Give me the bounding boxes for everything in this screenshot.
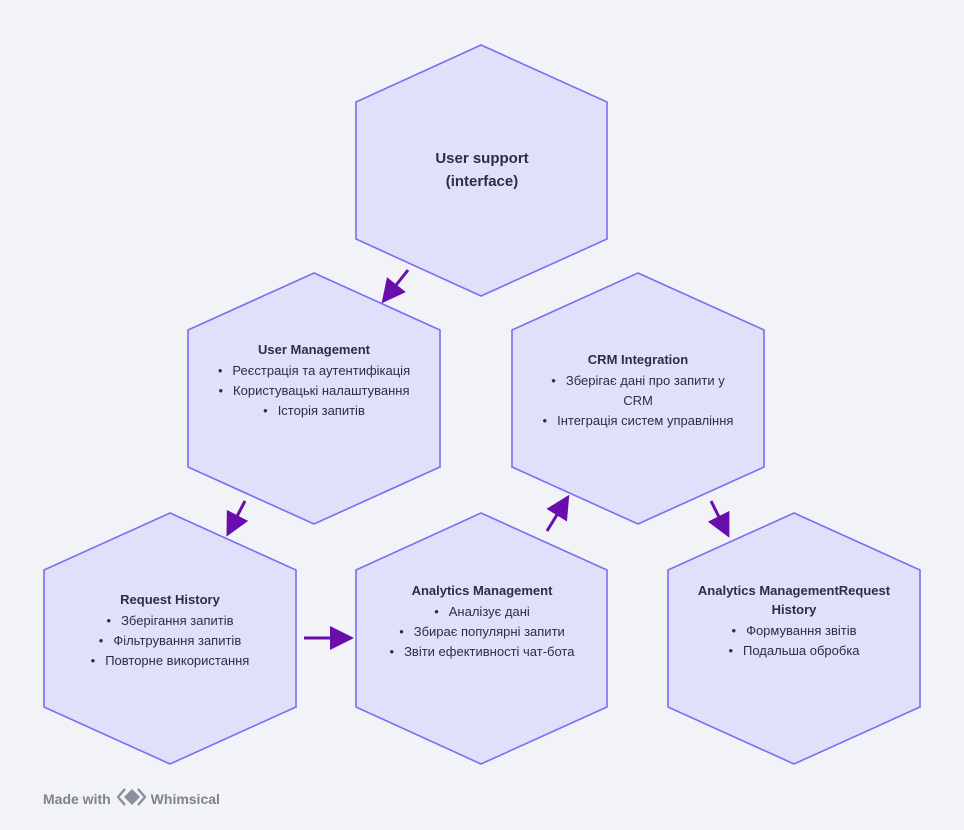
list-item: Повторне використання xyxy=(91,651,249,671)
node-analytics-request-history: Analytics ManagementRequest History Форм… xyxy=(678,581,910,681)
arrow-support-to-user-management xyxy=(381,269,410,304)
made-with-whimsical[interactable]: Made with Whimsical xyxy=(43,787,220,810)
list-item: Інтеграція систем управління xyxy=(538,411,738,431)
list-item: Формування звітів xyxy=(728,621,859,641)
list-item: Збирає популярні запити xyxy=(390,622,575,642)
node-title: Analytics Management xyxy=(411,583,553,598)
whimsical-brand-label: Whimsical xyxy=(150,790,220,807)
arrow-analytics-to-crm xyxy=(545,494,570,532)
list-item: Зберігання запитів xyxy=(91,611,250,631)
node-title: Analytics ManagementRequest History xyxy=(697,583,891,617)
node-list: Зберігання запитів Фільтрування запитів … xyxy=(91,611,250,671)
node-list: Аналізує дані Збирає популярні запити Зв… xyxy=(390,602,575,662)
node-title: Request History xyxy=(120,592,220,607)
node-list: Формування звітів Подальша обробка xyxy=(728,621,860,661)
list-item: Зберігає дані про запити у CRM xyxy=(538,371,738,411)
node-title: User Management xyxy=(258,342,370,357)
list-item: Реєстрація та аутентифікація xyxy=(218,361,410,381)
list-item: Користувацькі налаштування xyxy=(218,381,410,401)
list-item: Аналізує дані xyxy=(390,602,575,622)
node-crm-integration: CRM Integration Зберігає дані про запити… xyxy=(524,350,752,450)
node-list: Зберігає дані про запити у CRM Інтеграці… xyxy=(538,371,738,431)
node-title: User support (interface) xyxy=(435,150,529,190)
node-request-history: Request History Зберігання запитів Фільт… xyxy=(54,590,286,690)
node-analytics-management: Analytics Management Аналізує дані Збира… xyxy=(366,581,598,681)
arrow-user-management-to-request-history xyxy=(226,500,249,537)
node-user-management: User Management Реєстрація та аутентифік… xyxy=(198,340,430,448)
node-user-support: User support (interface) xyxy=(372,140,592,200)
node-title: CRM Integration xyxy=(587,352,689,367)
made-with-label: Made with xyxy=(43,790,111,807)
list-item: Звіти ефективності чат-бота xyxy=(390,642,574,662)
list-item: Історія запитів xyxy=(218,401,410,421)
list-item: Подальша обробка xyxy=(728,641,860,661)
arrow-crm-to-analytics-request-history xyxy=(707,500,730,538)
node-list: Реєстрація та аутентифікація Користуваць… xyxy=(218,361,410,421)
whimsical-logo-icon xyxy=(116,787,147,810)
hexagon-user-support[interactable] xyxy=(355,44,608,297)
list-item: Фільтрування запитів xyxy=(91,631,250,651)
